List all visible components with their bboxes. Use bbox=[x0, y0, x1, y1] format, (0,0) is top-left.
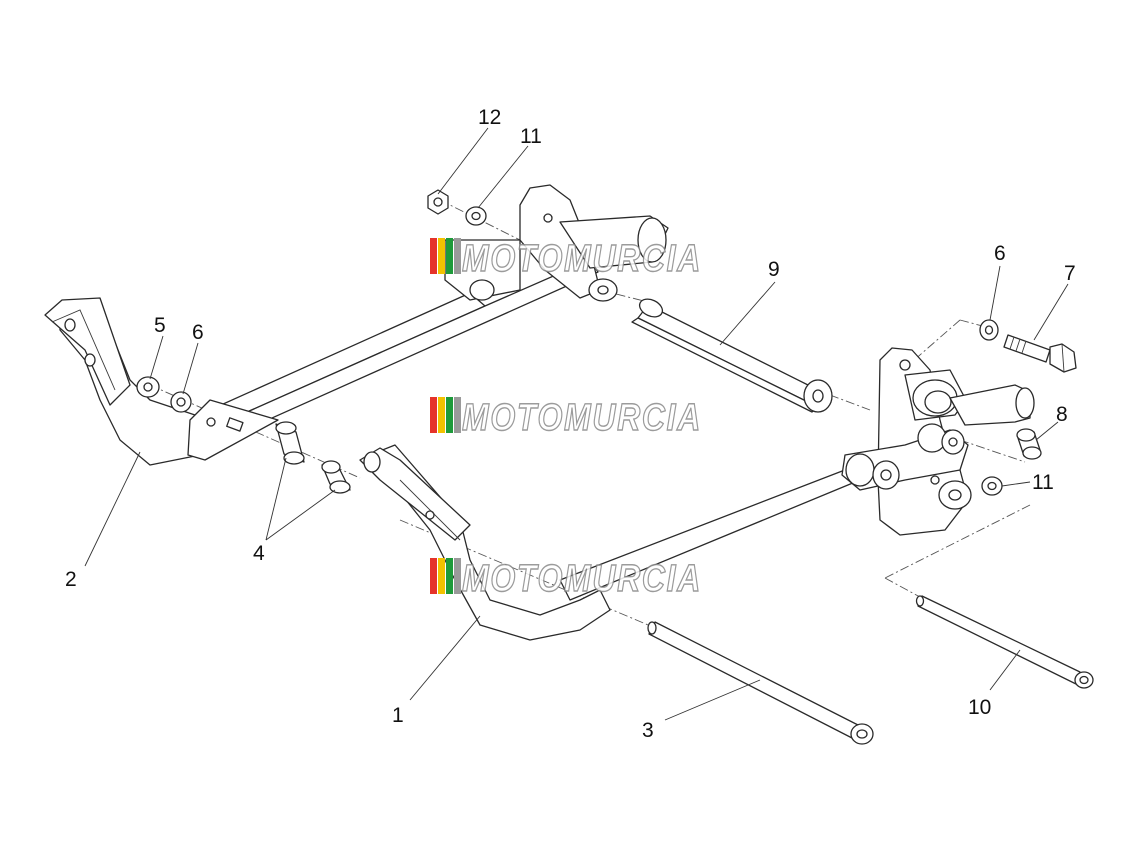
part-11-washer-lower bbox=[981, 476, 1003, 496]
watermark-bottom: MOTOMURCIA bbox=[430, 557, 702, 601]
part-4-spacers bbox=[275, 421, 351, 494]
part-1-lower-frame-arm bbox=[359, 444, 861, 641]
part-7-bolt bbox=[1003, 334, 1077, 373]
part-12-nut bbox=[427, 189, 449, 215]
part-5-washer bbox=[136, 376, 160, 398]
watermark-text: MOTOMURCIA bbox=[462, 397, 702, 439]
upper-pivot-bracket bbox=[444, 184, 669, 302]
callout-9: 9 bbox=[768, 258, 780, 281]
callout-labels: 12 11 5 6 2 4 1 3 9 6 7 8 11 10 bbox=[65, 106, 1076, 742]
part-11-washer-upper bbox=[465, 206, 487, 226]
part-10-long-bolt bbox=[915, 595, 1094, 689]
callout-10: 10 bbox=[968, 696, 991, 719]
callout-6-left: 6 bbox=[192, 321, 204, 344]
callout-5: 5 bbox=[154, 314, 166, 337]
callout-12: 12 bbox=[478, 106, 501, 129]
callout-8: 8 bbox=[1056, 403, 1068, 426]
part-6-washer-right bbox=[979, 319, 999, 341]
callout-11-upper: 11 bbox=[520, 125, 542, 148]
watermark-middle: MOTOMURCIA bbox=[430, 396, 702, 440]
watermark-top: MOTOMURCIA bbox=[430, 237, 702, 281]
callout-11-lower: 11 bbox=[1032, 471, 1054, 494]
right-pivot-bracket bbox=[841, 347, 1035, 536]
callout-3: 3 bbox=[642, 719, 654, 742]
callout-4: 4 bbox=[253, 542, 265, 565]
watermark-text: MOTOMURCIA bbox=[462, 238, 702, 280]
part-6-washer-left bbox=[170, 391, 192, 413]
callout-2: 2 bbox=[65, 568, 77, 591]
part-8-spacer bbox=[1016, 428, 1042, 460]
part-9-spacer-tube bbox=[631, 298, 833, 413]
callout-6-right: 6 bbox=[994, 242, 1006, 265]
callout-7: 7 bbox=[1064, 262, 1076, 285]
part-2-upper-frame-arm bbox=[44, 259, 599, 466]
callout-1: 1 bbox=[392, 704, 404, 727]
watermark-text: MOTOMURCIA bbox=[462, 558, 702, 600]
part-3-long-bolt bbox=[647, 621, 874, 745]
callout-leader-lines bbox=[84, 127, 1069, 721]
